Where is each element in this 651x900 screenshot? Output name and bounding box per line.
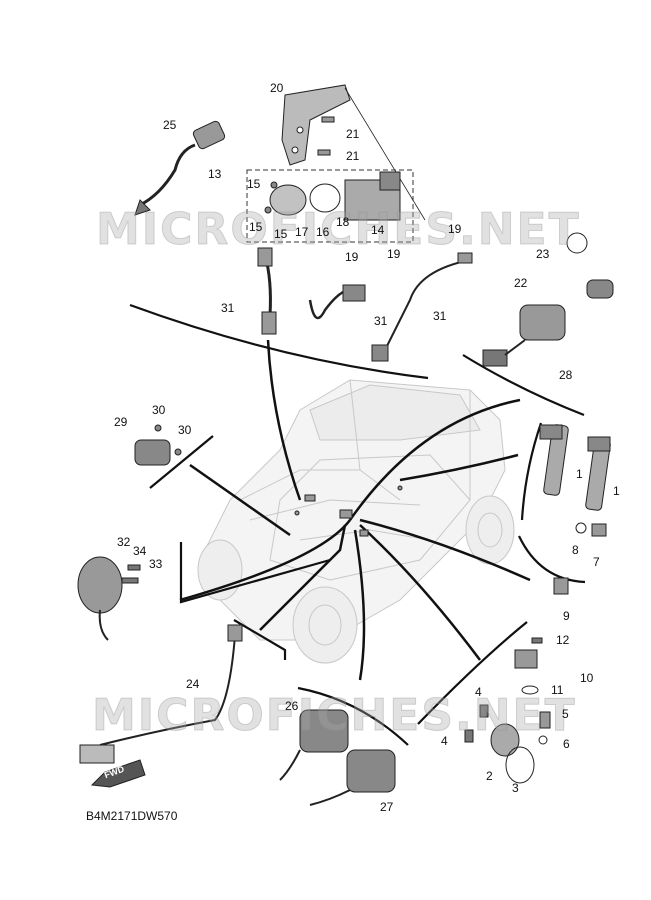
- callout-21a: 21: [346, 127, 360, 141]
- callout-24: 24: [186, 677, 200, 691]
- callout-23: 23: [536, 247, 550, 261]
- callout-19a: 19: [345, 250, 359, 264]
- callout-13: 13: [208, 167, 222, 181]
- callout-2: 2: [486, 769, 493, 783]
- leader-lines: [179, 339, 531, 681]
- callout-26: 26: [285, 699, 299, 713]
- callout-20: 20: [270, 81, 284, 95]
- bracket-part-20: [281, 84, 351, 166]
- callout-33: 33: [149, 557, 163, 571]
- callout-18: 18: [336, 215, 350, 229]
- callout-14: 14: [371, 223, 385, 237]
- callout-32: 32: [117, 535, 131, 549]
- center-wiring: [294, 485, 403, 537]
- ignition-parts-22-23-28: [482, 232, 614, 367]
- callout-21b: 21: [346, 149, 360, 163]
- group-brackets: [129, 303, 586, 746]
- harness-parts-31: [257, 247, 473, 362]
- relays-parts-15-18: [264, 171, 401, 221]
- callout-27: 27: [380, 800, 394, 814]
- callout-19b: 19: [387, 247, 401, 261]
- sensors-parts-7-8-9: [553, 522, 607, 595]
- callout-30b: 30: [178, 423, 192, 437]
- ignition-coils-part-1: [539, 424, 611, 511]
- callout-25: 25: [163, 118, 177, 132]
- sensor-parts-10-11-12: [514, 637, 543, 695]
- bolts-part-21: [317, 116, 335, 156]
- callout-28: 28: [559, 368, 573, 382]
- callout-11: 11: [551, 683, 564, 697]
- callout-6: 6: [563, 737, 570, 751]
- parts-29-30-32-34: [77, 424, 182, 641]
- callout-16: 16: [316, 225, 330, 239]
- callout-3: 3: [512, 781, 519, 795]
- callout-5: 5: [562, 707, 569, 721]
- callout-17: 17: [295, 225, 309, 239]
- harness-part-24: [79, 624, 243, 764]
- callout-29: 29: [114, 415, 128, 429]
- callout-31c: 31: [433, 309, 447, 323]
- callout-8: 8: [572, 543, 579, 557]
- callout-10: 10: [580, 671, 594, 685]
- connector-part-25: [134, 120, 226, 216]
- callout-15c: 15: [274, 227, 288, 241]
- diagram-code: B4M2171DW570: [86, 809, 178, 823]
- relay-assembly-box: [246, 169, 414, 243]
- callout-31b: 31: [374, 314, 388, 328]
- callout-12: 12: [556, 633, 570, 647]
- callout-34: 34: [133, 544, 147, 558]
- actuators-parts-26-27: [279, 709, 396, 806]
- callout-15a: 15: [247, 177, 261, 191]
- fwd-arrow: [90, 759, 146, 788]
- sensor-parts-2-6: [464, 704, 551, 784]
- callout-1b: 1: [613, 484, 620, 498]
- callout-22: 22: [514, 276, 528, 290]
- callout-15b: 15: [249, 220, 263, 234]
- vehicle-outline: [197, 379, 515, 664]
- callout-4a: 4: [475, 685, 482, 699]
- watermark-bottom: MICROFICHES.NET: [92, 690, 577, 742]
- callout-4b: 4: [441, 734, 448, 748]
- callout-31a: 31: [221, 301, 235, 315]
- callout-9: 9: [563, 609, 570, 623]
- watermark-top: MICROFICHES.NET: [96, 204, 581, 256]
- callout-19c: 19: [448, 222, 462, 236]
- callout-1a: 1: [576, 467, 583, 481]
- callout-30a: 30: [152, 403, 166, 417]
- callout-7: 7: [593, 555, 600, 569]
